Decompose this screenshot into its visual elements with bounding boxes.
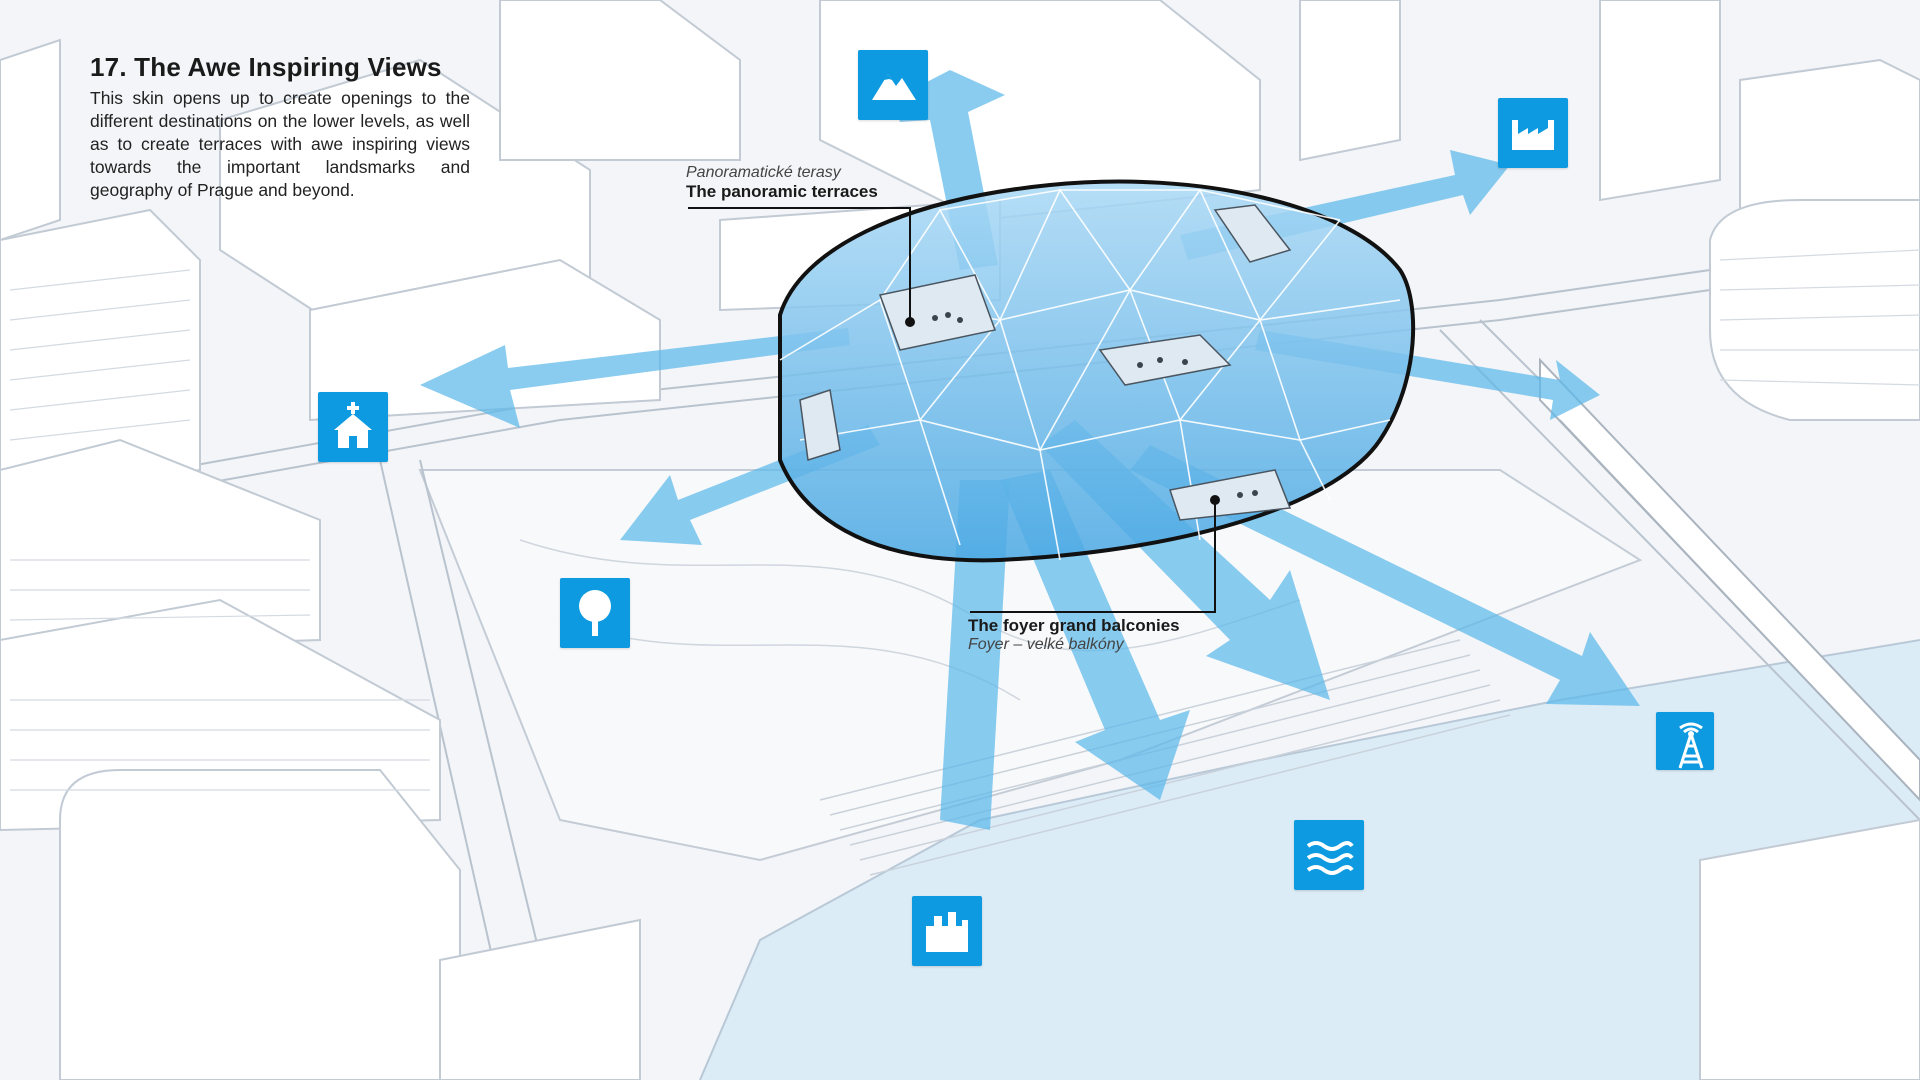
callout-panoramic-terraces: Panoramatické terasy The panoramic terra… <box>686 164 878 202</box>
callout-terraces-english: The panoramic terraces <box>686 182 878 201</box>
glass-dome <box>778 179 1416 563</box>
callout-balconies-czech: Foyer – velké balkóny <box>968 636 1124 653</box>
side-opening <box>799 389 841 461</box>
city-skyline-icon <box>912 896 982 966</box>
callout-balconies-english: The foyer grand balconies <box>968 616 1180 635</box>
view-arrow-church <box>420 328 850 428</box>
terrace-opening-1 <box>878 274 997 351</box>
page-title: 17. The Awe Inspiring Views <box>90 52 442 82</box>
terrace-opening-2 <box>1098 334 1232 386</box>
buildings-right <box>1599 0 1920 1080</box>
intro-block: 17. The Awe Inspiring Views This skin op… <box>90 52 470 202</box>
tree-icon <box>560 578 630 648</box>
buildings-left <box>0 38 641 1080</box>
mountain-icon <box>858 50 928 120</box>
church-icon <box>318 392 388 462</box>
callout-terraces-czech: Panoramatické terasy <box>686 164 841 181</box>
leader-lines <box>688 207 1216 613</box>
view-arrow-city <box>940 480 1010 830</box>
intro-paragraph: This skin opens up to create openings to… <box>90 88 470 200</box>
balcony-opening <box>1169 469 1292 521</box>
water-waves-icon <box>1294 820 1364 890</box>
terrace-opening-3 <box>1213 204 1292 263</box>
factory-icon <box>1498 98 1568 168</box>
callout-foyer-balconies: The foyer grand balconies Foyer – velké … <box>968 616 1180 654</box>
antenna-tower-icon <box>1656 712 1714 770</box>
